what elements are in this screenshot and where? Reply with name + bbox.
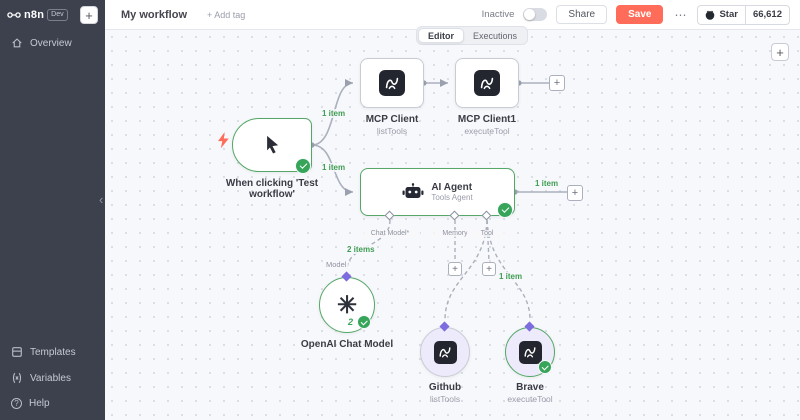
workflow-canvas[interactable]: When clicking 'Test workflow' MCP Client… bbox=[105, 30, 800, 420]
add-node-after-mcp-client1[interactable] bbox=[549, 75, 565, 91]
brave-node-title: Brave bbox=[516, 382, 544, 393]
ai-agent-subtitle: Tools Agent bbox=[431, 193, 473, 202]
check-icon bbox=[357, 315, 371, 329]
add-tool-button[interactable] bbox=[482, 262, 496, 276]
mcp-client-title: MCP Client bbox=[365, 114, 419, 125]
add-tag-button[interactable]: + Add tag bbox=[207, 9, 246, 20]
sidebar-item-label: Help bbox=[29, 398, 50, 409]
mcp-client1-subtitle: executeTool bbox=[464, 126, 510, 136]
github-star-button[interactable]: Star bbox=[698, 5, 746, 24]
cursor-icon bbox=[267, 135, 279, 154]
node-ai-agent[interactable]: AI Agent Tools Agent bbox=[360, 168, 515, 216]
items-count-label: 1 item bbox=[497, 272, 525, 281]
node-mcp-client[interactable] bbox=[360, 58, 424, 108]
star-count: 66,612 bbox=[752, 9, 782, 20]
templates-icon bbox=[12, 347, 22, 357]
model-port-hint: Model bbox=[324, 260, 349, 269]
env-badge: Dev bbox=[47, 9, 68, 21]
logo-text: n8n bbox=[24, 9, 45, 21]
github-node-subtitle: listTools bbox=[429, 394, 461, 404]
tab-executions[interactable]: Executions bbox=[473, 30, 518, 41]
new-workflow-button[interactable] bbox=[80, 6, 98, 24]
mcp-icon bbox=[433, 340, 457, 364]
mcp-client-subtitle: listTools bbox=[376, 126, 408, 136]
sidebar-header: n8n Dev bbox=[0, 0, 105, 30]
github-node-title: Github bbox=[428, 382, 462, 393]
sidebar-item-templates[interactable]: Templates bbox=[0, 339, 105, 365]
share-button[interactable]: Share bbox=[556, 5, 608, 24]
brave-node-subtitle: executeTool bbox=[507, 394, 553, 404]
port-label-chat-model: Chat Model* bbox=[360, 230, 420, 237]
header-actions: Inactive Share Save Star 66,612 bbox=[481, 4, 790, 25]
check-icon bbox=[538, 360, 552, 374]
github-icon bbox=[706, 10, 715, 20]
canvas-add-node-button[interactable] bbox=[771, 43, 789, 61]
node-github[interactable] bbox=[420, 327, 470, 377]
sidebar-item-label: Variables bbox=[30, 372, 71, 384]
items-count-label: 1 item bbox=[320, 109, 348, 118]
robot-icon bbox=[402, 183, 424, 198]
check-icon bbox=[497, 202, 513, 218]
view-tabs: Editor Executions bbox=[416, 26, 529, 45]
node-openai-chat-model[interactable] bbox=[319, 277, 375, 333]
sidebar-item-label: Templates bbox=[30, 346, 76, 358]
port-label-tool: Tool bbox=[467, 230, 507, 237]
items-count-label: 2 items bbox=[345, 245, 377, 254]
help-icon bbox=[11, 398, 22, 409]
home-icon bbox=[12, 38, 22, 48]
openai-icon bbox=[337, 291, 357, 320]
workflow-title[interactable]: My workflow bbox=[121, 8, 188, 21]
ai-agent-text: AI Agent Tools Agent bbox=[431, 182, 472, 202]
items-count-label: 1 item bbox=[320, 163, 348, 172]
tab-editor[interactable]: Editor bbox=[418, 28, 464, 43]
lightning-bolt-icon[interactable] bbox=[217, 132, 230, 154]
trigger-node-label: When clicking 'Test workflow' bbox=[225, 178, 319, 200]
node-mcp-client1[interactable] bbox=[455, 58, 519, 108]
ai-agent-title: AI Agent bbox=[431, 182, 473, 193]
openai-node-title: OpenAI Chat Model bbox=[300, 339, 394, 350]
sidebar-item-overview[interactable]: Overview bbox=[0, 30, 105, 56]
mcp-icon bbox=[379, 70, 405, 96]
sidebar-collapse-button[interactable] bbox=[99, 188, 110, 212]
variables-icon bbox=[12, 372, 22, 384]
add-memory-button[interactable] bbox=[448, 262, 462, 276]
sidebar-bottom: Templates Variables Help bbox=[0, 339, 105, 416]
add-node-after-ai-agent[interactable] bbox=[567, 185, 583, 201]
status-label: Inactive bbox=[481, 9, 515, 20]
more-menu-button[interactable] bbox=[672, 8, 688, 22]
sidebar-item-label: Overview bbox=[30, 37, 72, 49]
port-label-memory: Memory bbox=[430, 230, 480, 237]
check-icon bbox=[295, 158, 311, 174]
mcp-client1-title: MCP Client1 bbox=[457, 114, 517, 125]
toggle-knob bbox=[524, 9, 536, 20]
sidebar-item-help[interactable]: Help bbox=[0, 391, 105, 416]
sidebar: n8n Dev Overview Templates bbox=[0, 0, 105, 420]
mcp-icon bbox=[474, 70, 500, 96]
save-button[interactable]: Save bbox=[616, 5, 664, 24]
star-label: Star bbox=[719, 9, 738, 20]
n8n-logo-icon bbox=[7, 12, 21, 18]
items-count-label: 1 item bbox=[533, 179, 561, 188]
sidebar-item-variables[interactable]: Variables bbox=[0, 365, 105, 391]
mcp-icon bbox=[518, 340, 542, 364]
active-toggle[interactable] bbox=[523, 8, 548, 21]
github-star-widget[interactable]: Star 66,612 bbox=[697, 4, 790, 25]
header: My workflow + Add tag Inactive Share Sav… bbox=[105, 0, 800, 30]
wire-tool-stub[interactable] bbox=[486, 219, 490, 262]
run-count-badge: 2 bbox=[348, 317, 354, 327]
